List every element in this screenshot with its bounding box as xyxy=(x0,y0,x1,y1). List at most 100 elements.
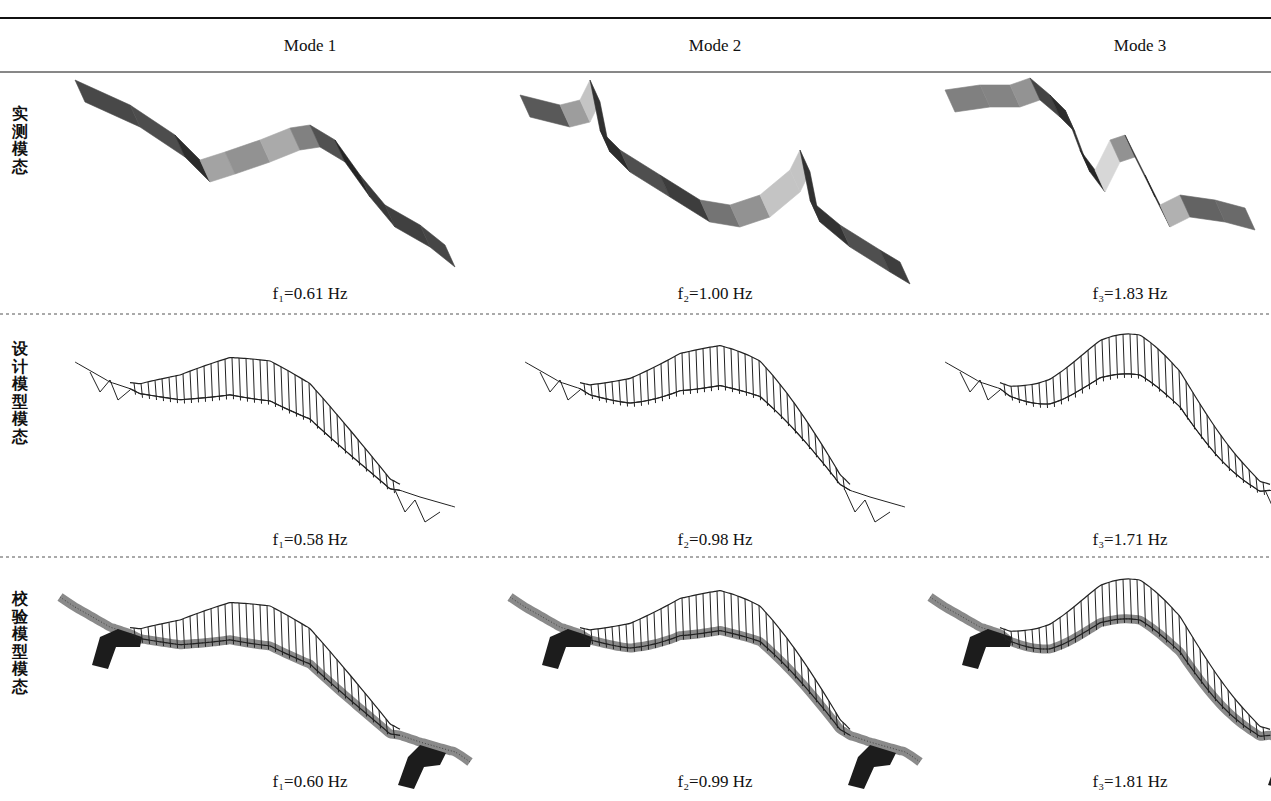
ribbon-segment xyxy=(660,175,710,222)
hanger-line xyxy=(675,356,677,396)
hanger-line xyxy=(225,359,227,399)
hanger-line xyxy=(1081,356,1083,394)
hanger-line xyxy=(661,364,663,402)
hanger-line xyxy=(260,605,262,649)
hanger-line xyxy=(745,354,747,396)
hanger-line xyxy=(773,621,775,658)
hanger-line xyxy=(337,415,339,448)
tower-support xyxy=(398,745,446,789)
hanger-line xyxy=(351,431,353,459)
hanger-line xyxy=(1018,386,1020,403)
hanger-line xyxy=(1095,590,1097,630)
hanger-line xyxy=(710,592,712,636)
hanger-line xyxy=(365,448,367,471)
hanger-line xyxy=(316,635,318,673)
hanger-line xyxy=(1067,612,1069,646)
hanger-line xyxy=(1158,594,1160,637)
hanger-line xyxy=(1018,631,1020,648)
hanger-line xyxy=(703,594,705,638)
hanger-line xyxy=(253,604,255,648)
hanger-line xyxy=(1193,393,1195,430)
hanger-line xyxy=(1186,626,1188,664)
hanger-line xyxy=(162,624,164,646)
hanger-line xyxy=(176,376,178,403)
hanger-line xyxy=(1074,362,1076,398)
hanger-line xyxy=(1046,381,1048,408)
hanger-line xyxy=(836,713,838,729)
hanger-line xyxy=(1088,595,1090,634)
hanger-line xyxy=(267,361,269,405)
arch-line xyxy=(130,358,400,485)
hanger-line xyxy=(204,366,206,402)
bridge-model xyxy=(525,346,905,522)
hanger-line xyxy=(337,660,339,693)
hanger-line xyxy=(787,393,789,426)
hanger-line xyxy=(605,383,607,403)
frequency-label: f₃=1.71 Hz xyxy=(1090,530,1171,550)
bridge-model xyxy=(930,579,1271,789)
hanger-line xyxy=(1144,583,1146,627)
hanger-line xyxy=(211,609,213,647)
hanger-line xyxy=(169,377,171,402)
hanger-line xyxy=(773,376,775,413)
hanger-line xyxy=(668,605,670,644)
table-rule xyxy=(0,17,1271,19)
hanger-line xyxy=(232,358,234,400)
hanger-line xyxy=(204,611,206,647)
hanger-line xyxy=(584,629,586,641)
hanger-line xyxy=(393,480,395,493)
hanger-line xyxy=(197,369,199,403)
hanger-line xyxy=(1242,462,1244,483)
hanger-line xyxy=(309,628,311,668)
hanger-line xyxy=(626,624,628,651)
hanger-line xyxy=(1249,470,1251,488)
hanger-line xyxy=(1256,477,1258,493)
hanger-line xyxy=(710,347,712,391)
hanger-line xyxy=(1074,607,1076,643)
verified-model-modes xyxy=(60,579,1271,789)
hanger-line xyxy=(211,364,213,402)
ribbon-segment xyxy=(360,175,395,227)
hanger-line xyxy=(1116,335,1118,378)
hanger-line xyxy=(183,374,185,404)
deck-line xyxy=(525,362,905,507)
hanger-line xyxy=(281,367,283,410)
hanger-line xyxy=(794,648,796,679)
hanger-line xyxy=(822,445,824,466)
hanger-line xyxy=(197,614,199,648)
ribbon-segment xyxy=(335,140,370,197)
bridge-model xyxy=(510,591,920,789)
hanger-line xyxy=(232,603,234,645)
hanger-line xyxy=(148,627,150,644)
hanger-line xyxy=(829,701,831,719)
hanger-line xyxy=(654,367,656,403)
hanger-line xyxy=(633,377,635,407)
deck-mesh xyxy=(510,597,920,762)
hanger-line xyxy=(661,609,663,647)
arch-line xyxy=(1000,579,1270,729)
hanger-line xyxy=(1039,383,1041,408)
hanger-line xyxy=(591,385,593,399)
hanger-line xyxy=(393,725,395,738)
hanger-line xyxy=(1207,660,1209,693)
hanger-line xyxy=(738,351,740,394)
hanger-line xyxy=(689,596,691,638)
hanger-line xyxy=(619,381,621,406)
hanger-line xyxy=(239,358,241,400)
hanger-line xyxy=(780,629,782,664)
hanger-line xyxy=(1165,356,1167,398)
hanger-line xyxy=(148,382,150,399)
truss-support xyxy=(1265,490,1271,522)
hanger-line xyxy=(1116,580,1118,623)
hanger-line xyxy=(822,690,824,711)
hanger-line xyxy=(696,595,698,638)
hanger-line xyxy=(1221,681,1223,709)
hanger-line xyxy=(190,371,192,403)
hanger-line xyxy=(288,371,290,414)
hanger-line xyxy=(1172,363,1174,404)
frequency-label: f₂=0.98 Hz xyxy=(675,530,756,550)
hanger-line xyxy=(1130,334,1132,378)
hanger-line xyxy=(1228,690,1230,716)
hanger-line xyxy=(1235,454,1237,477)
